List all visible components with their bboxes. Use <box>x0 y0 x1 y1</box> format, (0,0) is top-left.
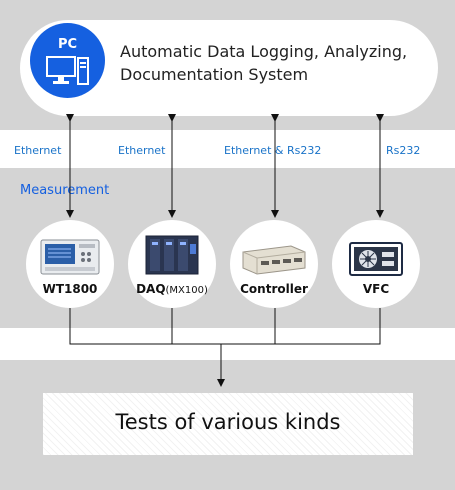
tests-label: Tests of various kinds <box>115 410 341 434</box>
connection-label-wt1800: Ethernet <box>14 144 62 157</box>
device-label-controller: Controller <box>240 282 308 296</box>
pc-panel: PC Automatic Data Logging, Analyzing, Do… <box>20 20 438 116</box>
system-title-line-1: Automatic Data Logging, Analyzing, <box>120 42 408 61</box>
device-wt1800: WT1800 <box>26 220 114 308</box>
device-label-vfc: VFC <box>362 282 390 296</box>
pc-node: PC <box>30 23 105 98</box>
daq-label-model: (MX100) <box>165 285 208 296</box>
desktop-computer-icon <box>46 56 89 85</box>
connection-label-vfc: Rs232 <box>386 144 421 157</box>
measurement-label: Measurement <box>20 183 110 198</box>
device-daq: DAQ(MX100) <box>128 220 216 308</box>
tests-box: Tests of various kinds <box>43 393 413 455</box>
controller-box-icon <box>242 245 306 275</box>
daq-label-main: DAQ <box>136 282 166 296</box>
daq-unit-icon <box>145 235 199 275</box>
device-vfc: VFC <box>332 220 420 308</box>
system-title: Automatic Data Logging, Analyzing, Docum… <box>120 40 407 86</box>
connection-label-daq: Ethernet <box>118 144 166 157</box>
device-controller: Controller <box>230 220 318 308</box>
system-title-line-2: Documentation System <box>120 65 309 84</box>
vfc-unit-icon <box>349 242 403 276</box>
pc-label: PC <box>57 37 78 52</box>
bus-line <box>69 308 381 345</box>
device-label-wt1800: WT1800 <box>42 282 98 296</box>
device-label-daq: DAQ(MX100) <box>128 282 216 296</box>
power-analyzer-icon <box>40 239 100 275</box>
